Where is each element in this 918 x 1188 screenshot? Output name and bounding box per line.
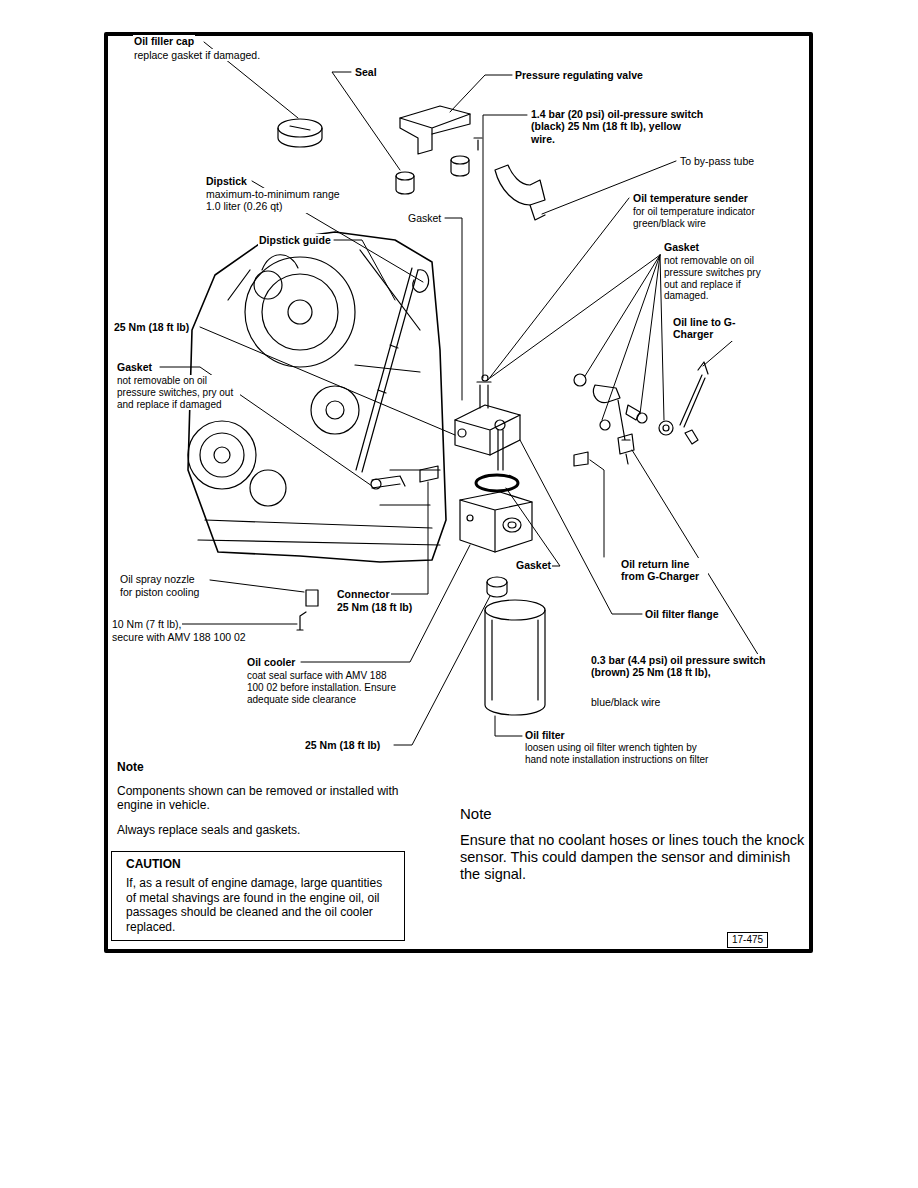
callout-label: Gasket — [663, 241, 700, 253]
callout-label: Note — [459, 805, 493, 823]
leader-lines — [160, 42, 762, 745]
seal — [396, 138, 482, 194]
caution-text: If, as a result of engine damage, large … — [126, 876, 394, 934]
callout-label: not removable on oil pressure switches, … — [116, 375, 240, 410]
callout-label: Dipstick — [205, 175, 248, 187]
pressure-regulating-valve — [400, 106, 470, 154]
switches-and-lines — [482, 362, 708, 466]
figure-frame — [106, 34, 811, 951]
callout-label: secure with AMV 188 100 02 — [111, 631, 247, 643]
callout-label: 1.4 bar (20 psi) oil-pressure switch (bl… — [530, 108, 707, 145]
callout-label: Always replace seals and gaskets. — [116, 823, 301, 837]
bypass-tube — [495, 165, 545, 220]
callout-label: not removable on oil pressure switches p… — [663, 255, 777, 302]
gasket-ring — [476, 475, 518, 491]
caution-heading: CAUTION — [126, 857, 394, 871]
callout-label: 10 Nm (7 ft lb), — [111, 618, 182, 630]
callout-label: for oil temperature indicator green/blac… — [632, 206, 786, 230]
callout-label: Seal — [354, 66, 378, 78]
callout-label: 0.3 bar (4.4 psi) oil pressure switch (b… — [590, 654, 767, 679]
callout-label: maximum-to-minimum range 1.0 liter (0.26… — [205, 188, 357, 213]
callout-label: Oil line to G-Charger — [672, 316, 746, 341]
callout-label: Gasket — [407, 212, 442, 224]
caution-box: CAUTION If, as a result of engine damage,… — [111, 851, 405, 941]
callout-label: for piston cooling — [119, 586, 200, 598]
callout-label: Gasket — [116, 361, 153, 373]
callout-label: 25 Nm (18 ft lb) — [304, 739, 381, 751]
oil-filter — [485, 577, 545, 715]
callout-label: Pressure regulating valve — [514, 69, 644, 81]
callout-label: Oil return line from G-Charger — [620, 558, 708, 583]
callout-label: Note — [116, 760, 145, 774]
callout-label: 25 Nm (18 ft lb) — [113, 321, 190, 333]
callout-label: blue/black wire — [590, 696, 661, 708]
figure-number-box: 17-475 — [727, 932, 768, 948]
callout-label: Oil filter flange — [644, 608, 720, 620]
callout-label: Ensure that no coolant hoses or lines to… — [459, 832, 809, 883]
callout-label: Oil cooler — [246, 656, 296, 668]
oil-cooler — [460, 492, 532, 552]
callout-label: coat seal surface with AMV 188 100 02 be… — [246, 670, 400, 705]
oil-filter-flange — [455, 382, 520, 470]
callout-label: Oil spray nozzle — [119, 573, 196, 585]
callout-label: Gasket — [515, 559, 552, 571]
callout-label: Oil temperature sender — [632, 192, 749, 204]
callout-label: To by-pass tube — [679, 155, 755, 167]
callout-label: Components shown can be removed or insta… — [116, 784, 418, 812]
callout-label: Connector — [336, 588, 391, 600]
callout-label: Oil filter — [524, 729, 566, 741]
dipstick — [356, 268, 429, 472]
figure-number: 17-475 — [732, 934, 763, 946]
oil-filler-cap — [278, 119, 322, 147]
small-fittings — [297, 466, 438, 630]
callout-label: 25 Nm (18 ft lb) — [336, 601, 413, 613]
callout-label: loosen using oil filter wrench tighten b… — [524, 742, 711, 766]
callout-label: Oil filler cap — [133, 35, 195, 47]
callout-label: Dipstick guide — [258, 234, 332, 246]
callout-label: replace gasket if damaged. — [133, 49, 261, 61]
